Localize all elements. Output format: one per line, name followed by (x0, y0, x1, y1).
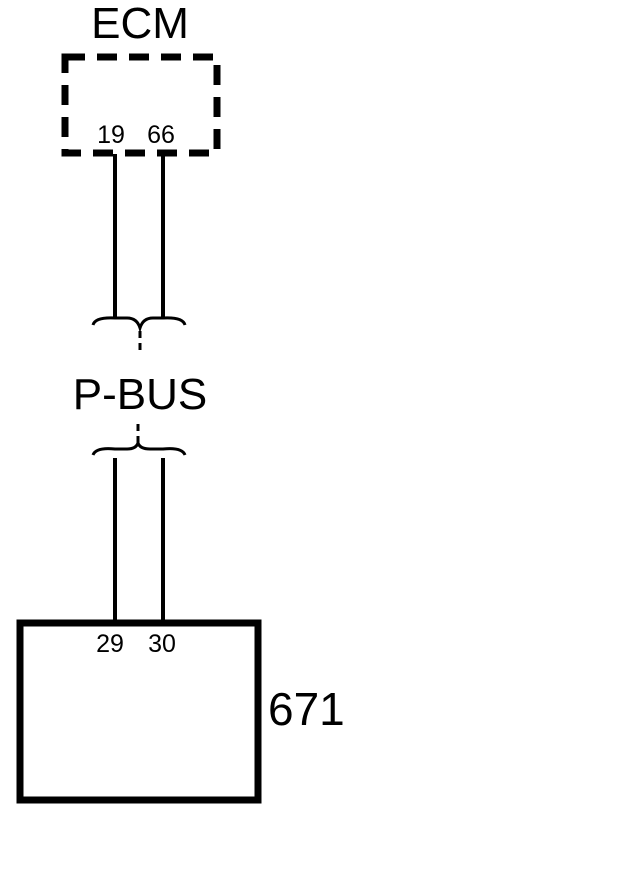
ecm-pin-66: 66 (147, 121, 175, 149)
bus-label: P-BUS (73, 370, 207, 419)
module-pin-30: 30 (148, 630, 176, 658)
module-id-label: 671 (268, 683, 345, 735)
brace-upper (91, 316, 187, 334)
ecm-pin-19: 19 (97, 121, 125, 149)
module-box (16, 619, 262, 804)
brace-lower (91, 438, 187, 456)
ecm-box (61, 53, 221, 157)
module-pin-29: 29 (96, 630, 124, 658)
ecm-label: ECM (91, 0, 189, 48)
